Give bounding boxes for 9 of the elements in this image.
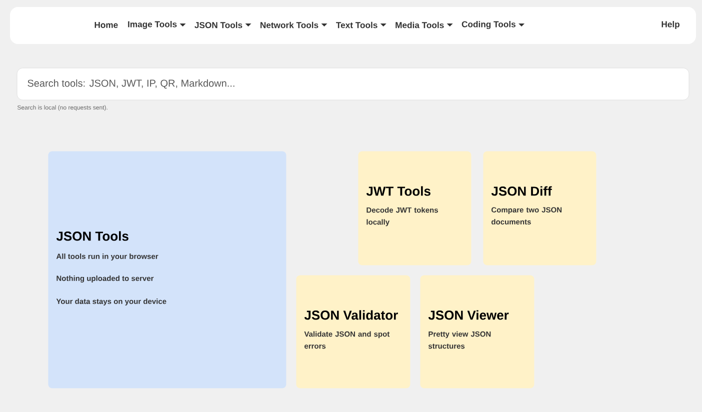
nav-link: Image Tools [128,20,186,30]
nav-link: Media Tools [396,22,453,28]
nav-link: Text Tools [336,22,386,28]
nav-link: Network Tools [260,22,328,28]
nav-link: Coding Tools [462,20,525,30]
search-field: Search tools: JSON, JWT, IP, QR, Markdown... [16,68,690,100]
nav-link: Home [94,22,118,28]
nav-link: Help [662,21,680,29]
nav-link: JSON Tools [194,22,252,28]
